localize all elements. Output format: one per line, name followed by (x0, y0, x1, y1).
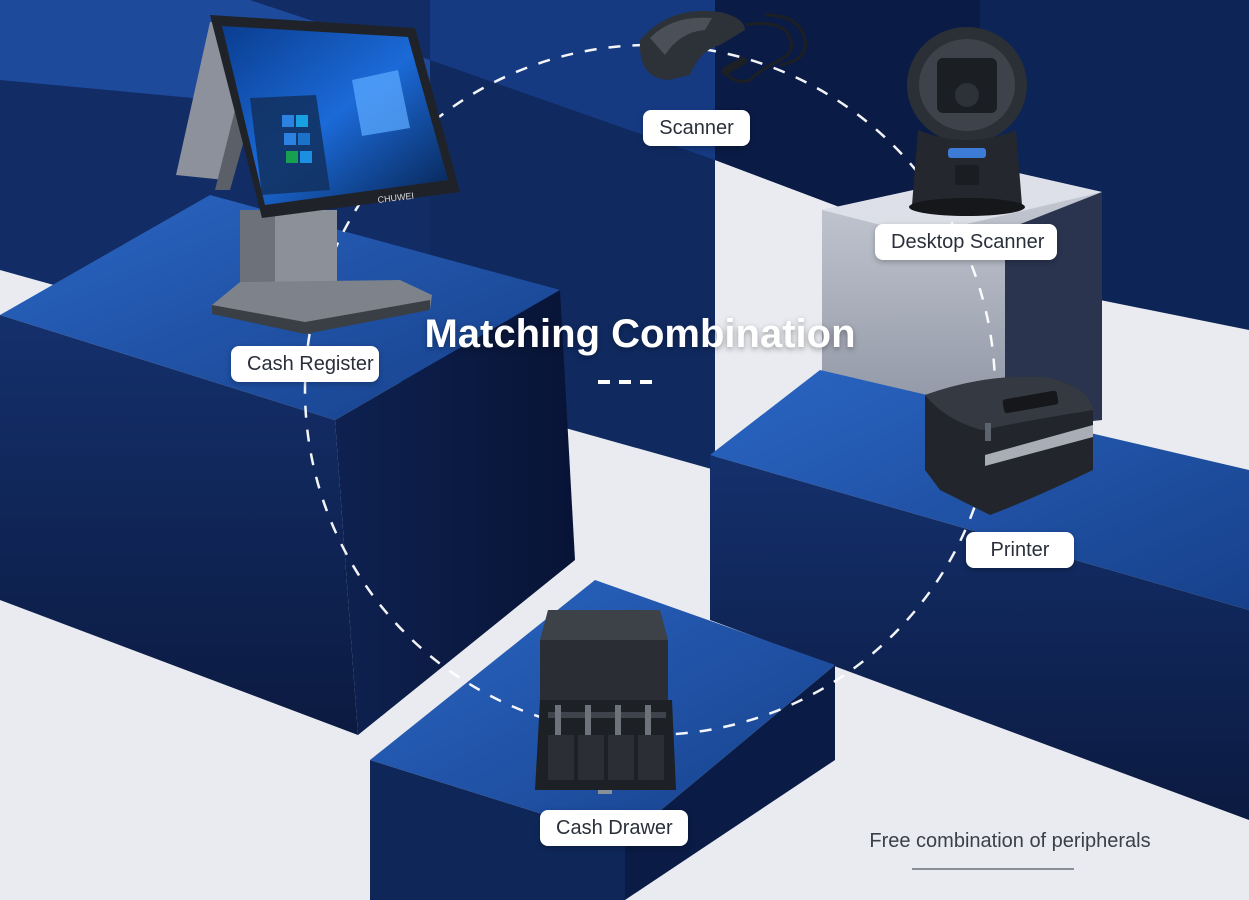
scanner-label: Scanner (643, 110, 750, 146)
desktop-scanner-label: Desktop Scanner (875, 224, 1057, 260)
scanner-icon (639, 10, 807, 83)
cash-drawer-label: Cash Drawer (540, 810, 688, 846)
printer-label: Printer (966, 532, 1074, 568)
title-divider (598, 380, 652, 384)
footer-underline (912, 868, 1074, 870)
cash-register-icon: CHUWEI (176, 15, 460, 334)
desktop-scanner-icon (907, 27, 1027, 216)
cash-drawer-icon (535, 610, 676, 794)
page-title: Matching Combination (424, 312, 856, 356)
footer-note: Free combination of peripherals (869, 830, 1151, 852)
printer-icon (925, 376, 1093, 515)
monitor-brand-text: CHUWEI (377, 191, 414, 205)
cash-register-label: Cash Register (231, 346, 379, 382)
